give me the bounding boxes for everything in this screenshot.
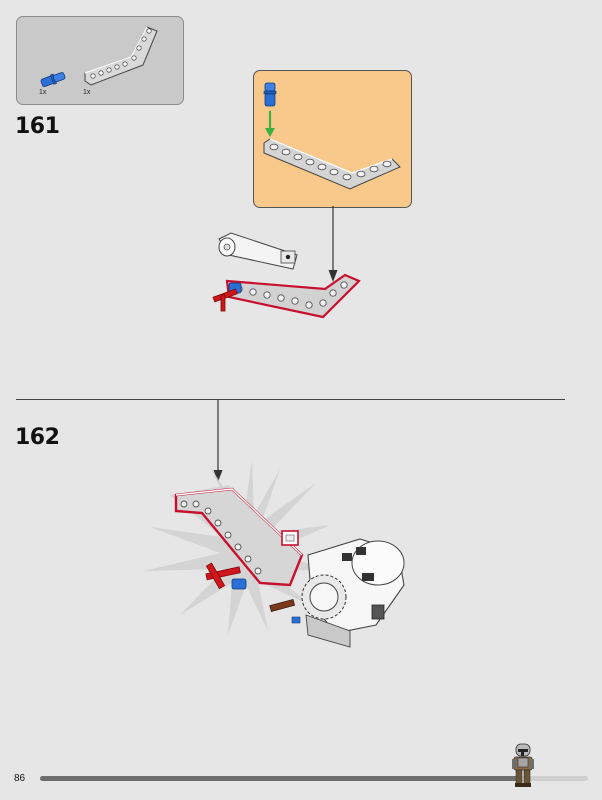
- mandalorian-minifigure-icon: [512, 743, 534, 787]
- blue-pin-icon: [263, 82, 277, 107]
- step-number-162: 162: [15, 425, 60, 450]
- step-162-model-image: [144, 459, 405, 648]
- blue-pin-part-image: [40, 72, 66, 88]
- page-progress-fill: [40, 776, 517, 781]
- bent-liftarm-part-image: [84, 26, 158, 86]
- step-number-161: 161: [15, 114, 60, 139]
- parts-list-box: 1x 1x: [16, 16, 184, 105]
- page-number: 86: [14, 773, 26, 784]
- step-161-model-image: [212, 232, 361, 319]
- page-progress-bar: [40, 776, 588, 781]
- callout-arrow-icon: [328, 206, 338, 282]
- step-divider-line: [16, 399, 565, 400]
- bent-liftarm-quantity: 1x: [83, 89, 91, 96]
- blue-pin-quantity: 1x: [39, 89, 47, 96]
- sub-assembly-callout: [253, 70, 412, 208]
- bent-liftarm-icon: [263, 138, 401, 190]
- callout-illustration: [263, 82, 401, 190]
- green-insert-arrow-icon: [265, 111, 275, 137]
- step-162-down-arrow-icon: [213, 400, 223, 482]
